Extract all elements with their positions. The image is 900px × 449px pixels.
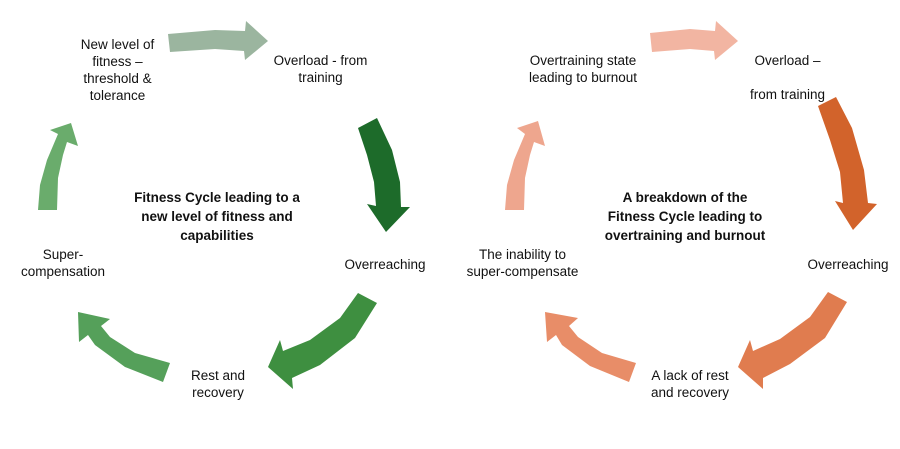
left-arrow-top: [168, 21, 268, 60]
right-label-inability: The inability to super-compensate: [466, 247, 579, 279]
right-label-lack-rest: A lack of rest and recovery: [650, 368, 730, 400]
left-label-new-level: New level of fitness – threshold & toler…: [80, 37, 155, 103]
right-label-overload: Overload – from training: [749, 53, 826, 102]
left-label-overreaching: Overreaching: [344, 257, 426, 272]
right-arrow-top: [650, 21, 738, 60]
left-cycle-title: Fitness Cycle leading to a new level of …: [134, 190, 300, 243]
left-arrow-right: [358, 118, 410, 232]
right-arrow-bottom-right: [738, 292, 847, 389]
right-arrow-bottom-left: [545, 312, 636, 382]
right-cycle-title: A breakdown of the Fitness Cycle leading…: [604, 190, 766, 243]
left-arrow-bottom-right: [268, 293, 377, 389]
right-arrow-left: [505, 121, 545, 210]
left-arrow-left: [38, 123, 78, 210]
left-arrow-bottom-left: [78, 312, 170, 382]
left-label-rest: Rest and recovery: [190, 368, 246, 400]
left-label-supercompensation: Super- compensation: [20, 247, 106, 279]
left-label-overload: Overload - from training: [273, 53, 368, 85]
right-label-overtraining: Overtraining state leading to burnout: [528, 53, 638, 85]
right-label-overreaching: Overreaching: [807, 257, 889, 272]
right-arrow-right: [818, 97, 877, 230]
